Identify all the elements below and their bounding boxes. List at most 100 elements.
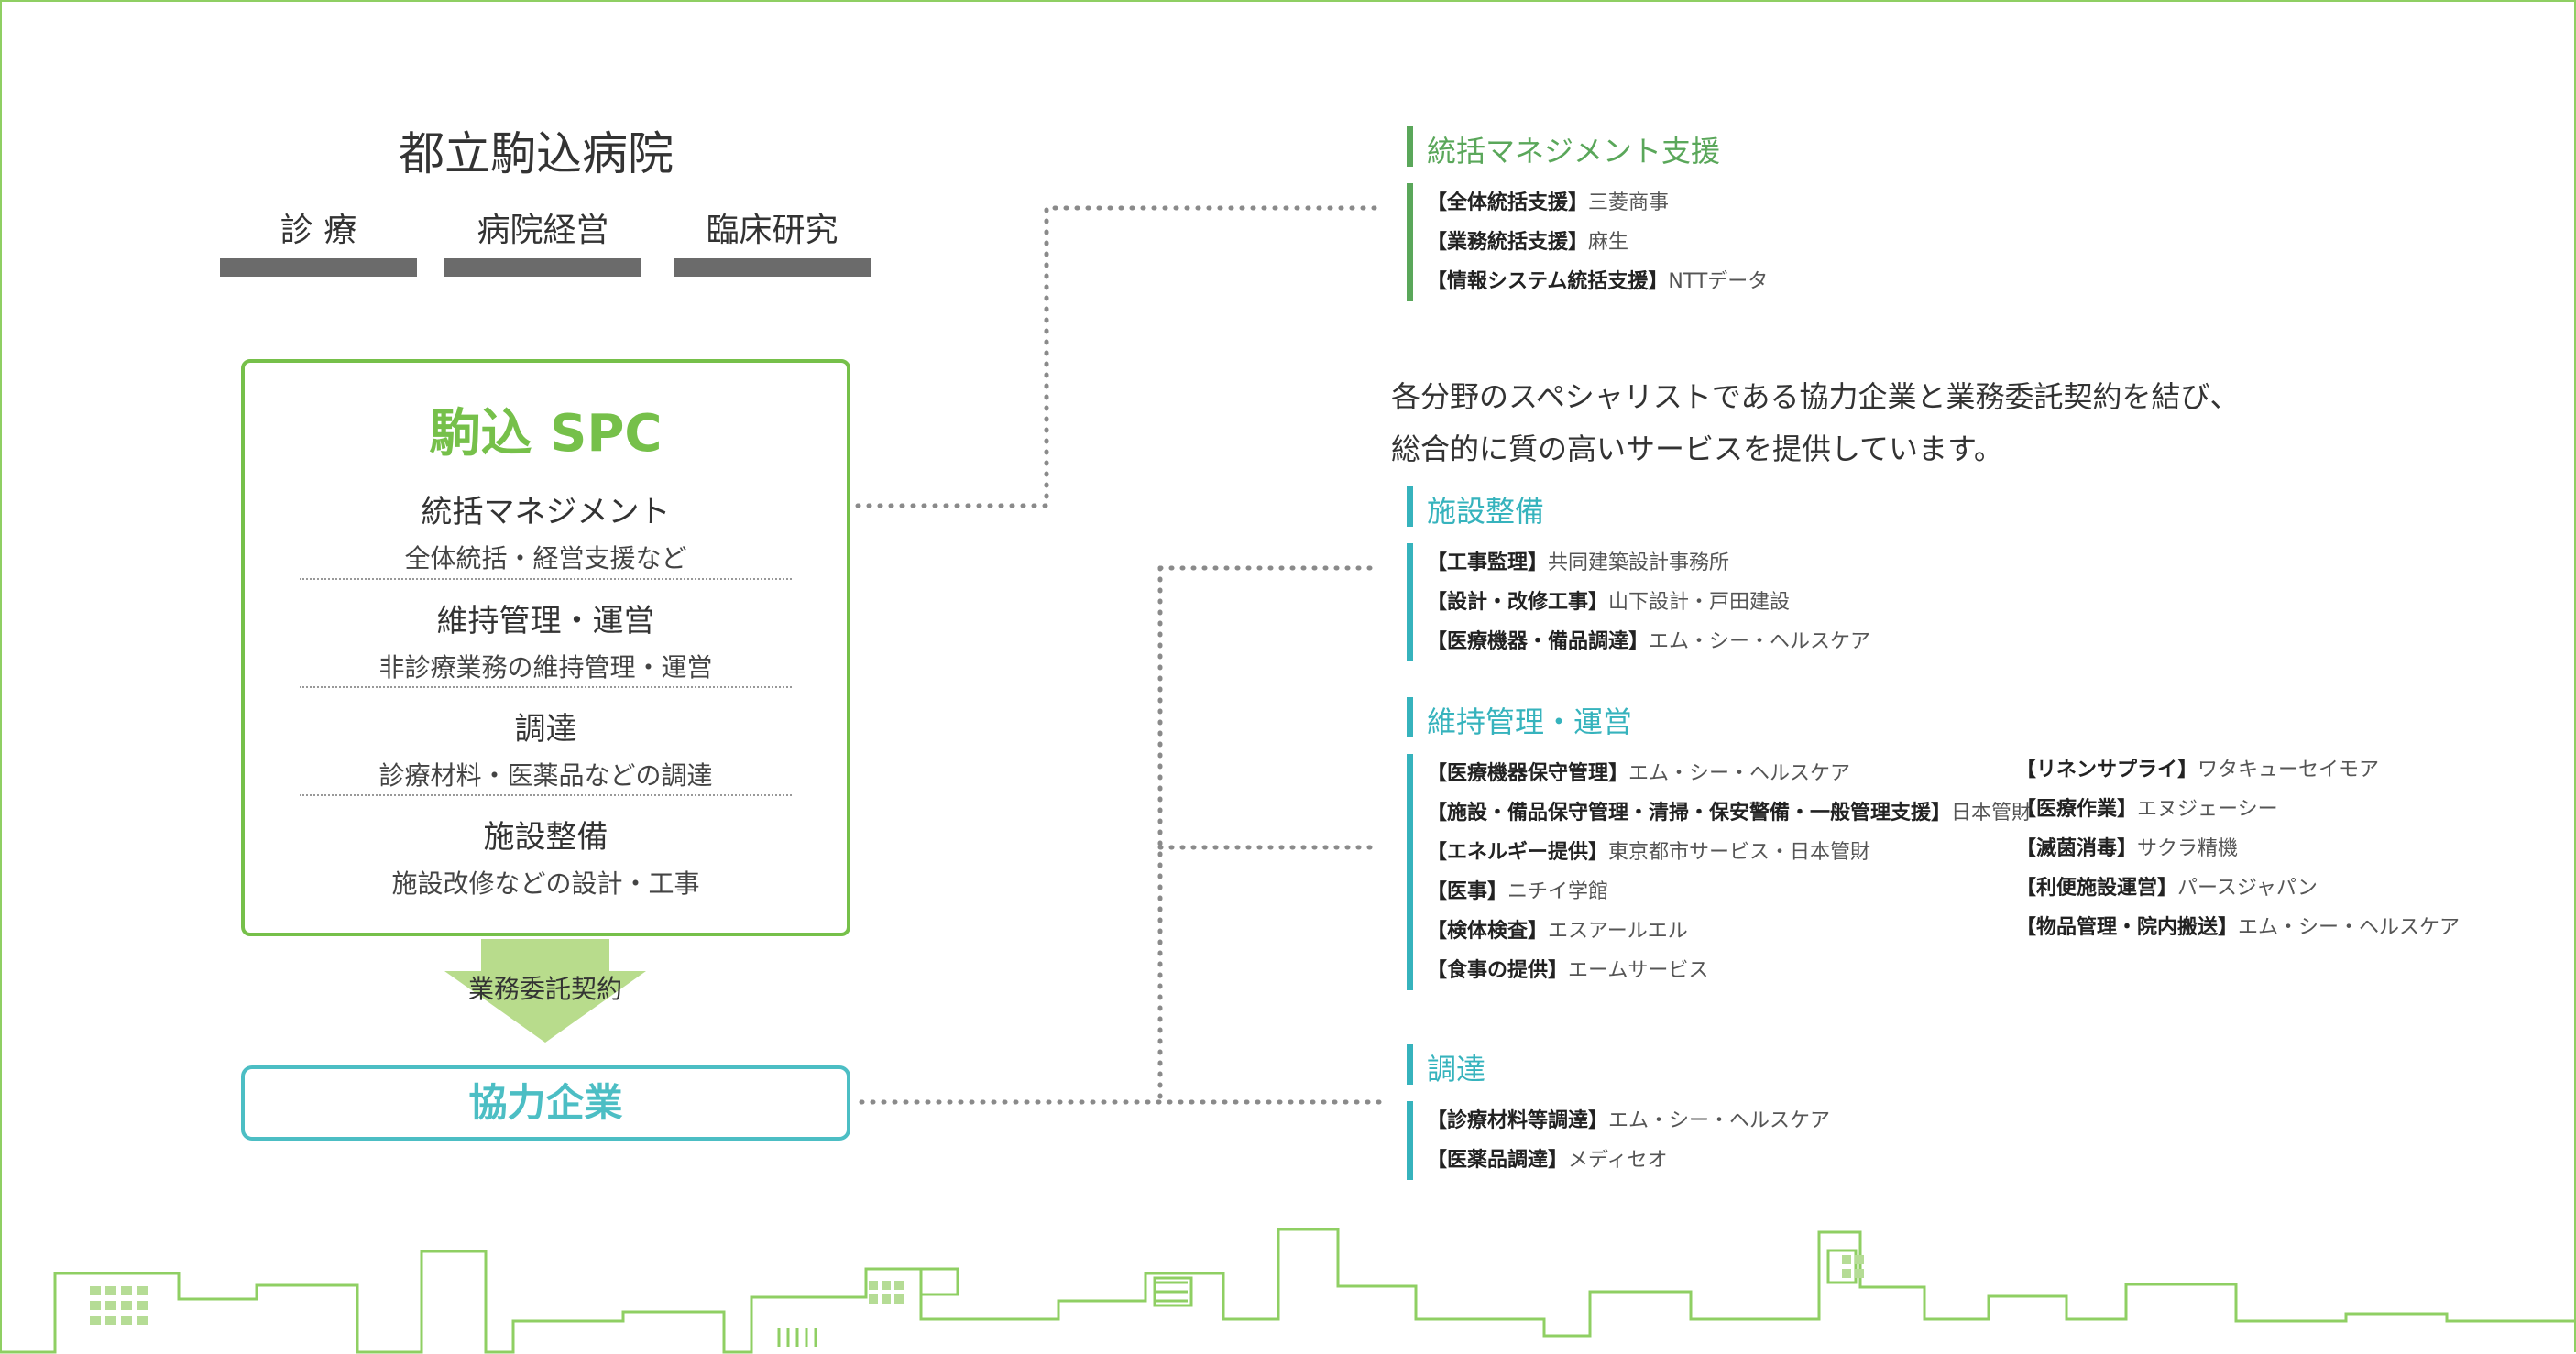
function-subtitle: 診療材料・医薬品などの調達 bbox=[378, 760, 713, 791]
list-item: 【食事の提供】エームサービス bbox=[1427, 951, 2032, 990]
list-item: 【工事監理】共同建築設計事務所 bbox=[1427, 543, 1870, 583]
list-item: 【業務統括支援】麻生 bbox=[1427, 223, 1768, 262]
item-role: 【診療材料等調達】 bbox=[1427, 1109, 1609, 1132]
function-facility: 施設整備 施設改修などの設計・工事 bbox=[245, 812, 847, 901]
section-title: 維持管理・運営 bbox=[1407, 697, 2032, 741]
list-item: 【医事】ニチイ学館 bbox=[1427, 872, 2032, 912]
section-title: 施設整備 bbox=[1407, 486, 1870, 530]
section-items: 【医療機器保守管理】エム・シー・ヘルスケア 【施設・備品保守管理・清掃・保安警備… bbox=[1407, 754, 2032, 990]
item-role: 【エネルギー提供】 bbox=[1427, 841, 1609, 864]
list-item: 【リネンサプライ】ワタキューセイモア bbox=[2016, 750, 2460, 790]
function-subtitle: 施設改修などの設計・工事 bbox=[391, 868, 700, 899]
item-role: 【利便施設運営】 bbox=[2016, 877, 2178, 900]
list-item: 【利便施設運営】パースジャパン bbox=[2016, 868, 2460, 908]
list-item: 【滅菌消毒】サクラ精機 bbox=[2016, 829, 2460, 868]
section-title: 統括マネジメント支援 bbox=[1407, 126, 1768, 170]
item-role: 【情報システム統括支援】 bbox=[1427, 270, 1669, 293]
item-role: 【物品管理・院内搬送】 bbox=[2016, 916, 2239, 939]
item-company: 三菱商事 bbox=[1588, 191, 1670, 214]
department-management: 病院経営 bbox=[444, 203, 641, 277]
item-company: 共同建築設計事務所 bbox=[1548, 551, 1730, 574]
item-role: 【検体検査】 bbox=[1427, 920, 1549, 943]
contract-arrow bbox=[444, 939, 646, 1043]
function-title: 統括マネジメント bbox=[421, 494, 671, 530]
item-company: エームサービス bbox=[1568, 959, 1709, 982]
item-role: 【設計・改修工事】 bbox=[1427, 591, 1609, 614]
list-item: 【診療材料等調達】エム・シー・ヘルスケア bbox=[1427, 1101, 1830, 1141]
spc-box: 駒込 SPC 統括マネジメント 全体統括・経営支援など 維持管理・運営 非診療業… bbox=[241, 359, 850, 936]
function-procurement: 調達 診療材料・医薬品などの調達 bbox=[245, 704, 847, 792]
list-item: 【情報システム統括支援】NTTデータ bbox=[1427, 262, 1768, 301]
intro-line: 各分野のスペシャリストである協力企業と業務委託契約を結び、 bbox=[1391, 379, 2240, 414]
intro-line: 総合的に質の高いサービスを提供しています。 bbox=[1391, 431, 2003, 466]
section-facility: 施設整備 【工事監理】共同建築設計事務所 【設計・改修工事】山下設計・戸田建設 … bbox=[1407, 486, 1870, 661]
item-company: 東京都市サービス・日本管財 bbox=[1608, 841, 1871, 864]
function-title: 維持管理・運営 bbox=[436, 603, 655, 639]
item-role: 【施設・備品保守管理・清掃・保安警備・一般管理支援】 bbox=[1427, 802, 1952, 824]
function-title: 施設整備 bbox=[483, 819, 608, 856]
contract-label: 業務委託契約 bbox=[467, 974, 622, 1004]
separator bbox=[300, 578, 792, 580]
list-item: 【検体検査】エスアールエル bbox=[1427, 912, 2032, 951]
item-company: エヌジェーシー bbox=[2137, 798, 2278, 821]
list-item: 【医療作業】エヌジェーシー bbox=[2016, 790, 2460, 829]
section-items: 【診療材料等調達】エム・シー・ヘルスケア 【医薬品調達】メディセオ bbox=[1407, 1101, 1830, 1180]
function-title: 調達 bbox=[514, 711, 577, 748]
item-role: 【医療作業】 bbox=[2016, 798, 2138, 821]
department-label: 診 療 bbox=[280, 212, 357, 249]
item-company: 日本管財 bbox=[1951, 802, 2033, 824]
item-company: エム・シー・ヘルスケア bbox=[1649, 630, 1871, 653]
item-company: サクラ精機 bbox=[2137, 837, 2239, 860]
list-item: 【物品管理・院内搬送】エム・シー・ヘルスケア bbox=[2016, 908, 2460, 947]
section-management: 統括マネジメント支援 【全体統括支援】三菱商事 【業務統括支援】麻生 【情報シス… bbox=[1407, 126, 1768, 301]
item-role: 【医療機器・備品調達】 bbox=[1427, 630, 1650, 653]
list-item: 【設計・改修工事】山下設計・戸田建設 bbox=[1427, 583, 1870, 622]
department-bar bbox=[674, 258, 871, 277]
list-item: 【医療機器・備品調達】エム・シー・ヘルスケア bbox=[1427, 622, 1870, 661]
building-windows bbox=[90, 1255, 1864, 1325]
section-items: 【工事監理】共同建築設計事務所 【設計・改修工事】山下設計・戸田建設 【医療機器… bbox=[1407, 543, 1870, 661]
operation-column-2: 【リネンサプライ】ワタキューセイモア 【医療作業】エヌジェーシー 【滅菌消毒】サ… bbox=[2016, 750, 2460, 947]
item-role: 【医事】 bbox=[1427, 880, 1508, 903]
item-role: 【業務統括支援】 bbox=[1427, 231, 1589, 254]
list-item: 【エネルギー提供】東京都市サービス・日本管財 bbox=[1427, 833, 2032, 872]
item-company: ニチイ学館 bbox=[1507, 880, 1609, 903]
section-procurement: 調達 【診療材料等調達】エム・シー・ヘルスケア 【医薬品調達】メディセオ bbox=[1407, 1044, 1830, 1180]
item-role: 【リネンサプライ】 bbox=[2016, 759, 2198, 781]
item-company: エム・シー・ヘルスケア bbox=[2238, 916, 2461, 939]
building-stripes bbox=[777, 1281, 1188, 1347]
item-company: 麻生 bbox=[1588, 231, 1629, 254]
item-role: 【医薬品調達】 bbox=[1427, 1149, 1569, 1172]
section-items: 【全体統括支援】三菱商事 【業務統括支援】麻生 【情報システム統括支援】NTTデ… bbox=[1407, 183, 1768, 301]
separator bbox=[300, 686, 792, 688]
item-company: パースジャパン bbox=[2177, 877, 2318, 900]
department-research: 臨床研究 bbox=[674, 203, 871, 277]
hospital-title: 都立駒込病院 bbox=[399, 127, 674, 180]
function-subtitle: 全体統括・経営支援など bbox=[404, 543, 687, 573]
item-company: NTTデータ bbox=[1668, 270, 1769, 293]
function-subtitle: 非診療業務の維持管理・運営 bbox=[378, 652, 713, 682]
item-role: 【医療機器保守管理】 bbox=[1427, 762, 1629, 785]
item-role: 【滅菌消毒】 bbox=[2016, 837, 2138, 860]
section-title: 調達 bbox=[1407, 1044, 1830, 1088]
skyline bbox=[0, 1228, 2576, 1354]
item-company: ワタキューセイモア bbox=[2198, 759, 2380, 781]
item-company: エスアールエル bbox=[1548, 920, 1688, 943]
partners-box: 協力企業 bbox=[241, 1065, 850, 1141]
section-operation: 維持管理・運営 【医療機器保守管理】エム・シー・ヘルスケア 【施設・備品保守管理… bbox=[1407, 697, 2032, 990]
item-role: 【工事監理】 bbox=[1427, 551, 1549, 574]
list-item: 【施設・備品保守管理・清掃・保安警備・一般管理支援】日本管財 bbox=[1427, 793, 2032, 833]
department-bar bbox=[220, 258, 417, 277]
item-company: メディセオ bbox=[1568, 1149, 1668, 1172]
department-bar bbox=[444, 258, 641, 277]
intro-text: 各分野のスペシャリストである協力企業と業務委託契約を結び、 総合的に質の高いサー… bbox=[1391, 371, 2239, 475]
function-management: 統括マネジメント 全体統括・経営支援など bbox=[245, 486, 847, 575]
spc-title: 駒込 SPC bbox=[429, 404, 663, 464]
item-company: エム・シー・ヘルスケア bbox=[1628, 762, 1851, 785]
item-role: 【食事の提供】 bbox=[1427, 959, 1569, 982]
list-item: 【全体統括支援】三菱商事 bbox=[1427, 183, 1768, 223]
list-item: 【医薬品調達】メディセオ bbox=[1427, 1141, 1830, 1180]
item-company: 山下設計・戸田建設 bbox=[1608, 591, 1791, 614]
